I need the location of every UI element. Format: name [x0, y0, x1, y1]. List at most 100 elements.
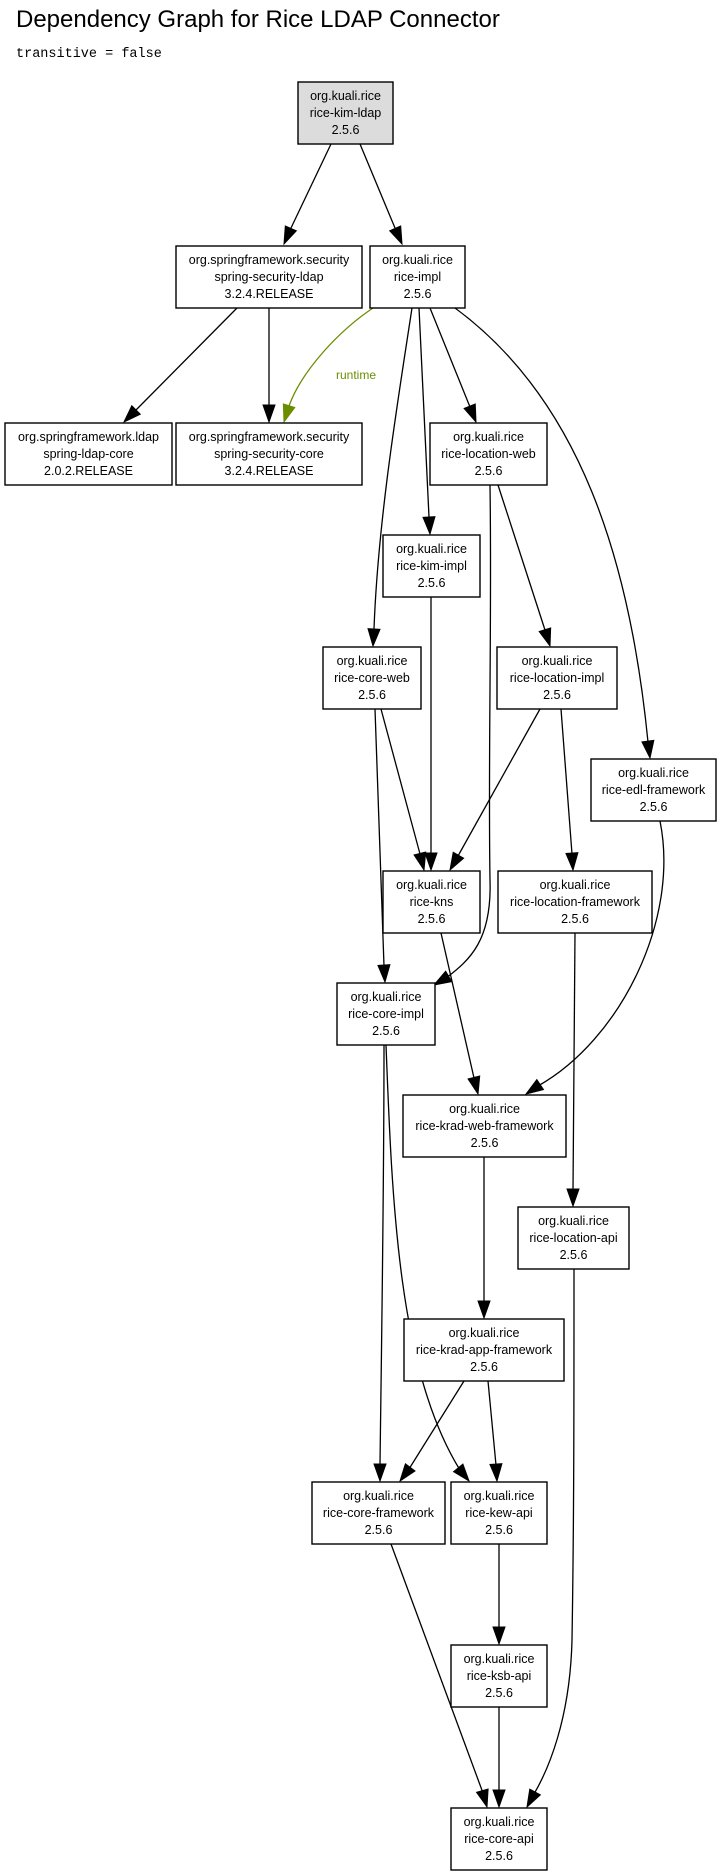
arrowhead-icon	[262, 404, 276, 424]
node-version: 2.5.6	[471, 1136, 499, 1150]
node-artifact: rice-core-impl	[348, 1007, 424, 1021]
node-artifact: rice-ksb-api	[467, 1669, 532, 1683]
node-artifact: rice-location-api	[529, 1231, 617, 1245]
edge-kns-to-krad-web	[440, 932, 481, 1096]
node-version: 2.5.6	[418, 576, 446, 590]
node-version: 2.5.6	[561, 912, 589, 926]
edge-ss-ldap-to-ss-core	[262, 308, 276, 424]
edge-line	[390, 1543, 484, 1794]
node-box	[450, 1644, 548, 1708]
arrowhead-icon	[492, 1626, 506, 1646]
node-artifact: rice-impl	[394, 270, 441, 284]
node-core-impl: org.kuali.rice rice-core-impl 2.5.6	[336, 982, 436, 1046]
node-version: 2.5.6	[640, 800, 668, 814]
node-group: org.kuali.rice	[396, 878, 467, 892]
edge-core-impl-to-kew-api	[385, 1044, 470, 1483]
node-group: org.kuali.rice	[453, 430, 524, 444]
arrowhead-icon	[399, 1462, 416, 1483]
edge-core-impl-to-core-fw	[373, 1044, 387, 1483]
node-version: 3.2.4.RELEASE	[225, 287, 314, 301]
edge-ksb-api-to-core-api	[492, 1707, 506, 1809]
node-box	[336, 982, 436, 1046]
node-version: 2.5.6	[560, 1248, 588, 1262]
arrowhead-icon	[467, 1075, 481, 1096]
arrowhead-icon	[388, 225, 403, 246]
node-group: org.springframework.security	[189, 430, 350, 444]
arrowhead-icon	[565, 852, 579, 872]
node-box	[429, 422, 548, 486]
node-artifact: rice-krad-app-framework	[416, 1343, 553, 1357]
node-artifact: rice-edl-framework	[602, 783, 706, 797]
arrowhead-icon	[432, 970, 453, 986]
node-group: org.kuali.rice	[310, 89, 381, 103]
node-loc-api: org.kuali.rice rice-location-api 2.5.6	[517, 1206, 630, 1270]
edge-krad-app-to-kew-api	[487, 1380, 503, 1483]
edge-line	[497, 484, 546, 631]
node-version: 3.2.4.RELEASE	[225, 464, 314, 478]
edge-impl-to-kim-impl	[418, 307, 436, 536]
node-box	[297, 81, 394, 145]
edge-line	[445, 484, 492, 979]
arrowhead-icon	[422, 516, 436, 536]
node-group: org.kuali.rice	[522, 654, 593, 668]
edge-loc-fw-to-loc-api	[566, 932, 580, 1208]
node-box	[369, 245, 466, 309]
edge-line	[385, 1044, 461, 1471]
edge-impl-to-ss-core: runtime	[282, 307, 376, 424]
page-subtitle: transitive = false	[16, 47, 162, 62]
arrowhead-icon	[489, 1463, 503, 1483]
node-artifact: rice-kim-impl	[396, 559, 467, 573]
edge-impl-to-edl-fw	[454, 307, 655, 760]
arrowhead-icon	[367, 628, 381, 648]
node-group: org.kuali.rice	[449, 1102, 520, 1116]
edge-line	[440, 932, 475, 1079]
node-ss-ldap: org.springframework.securityspring-secur…	[175, 245, 363, 309]
edge-line	[288, 307, 374, 407]
edge-core-web-to-kns	[380, 708, 427, 872]
node-box	[311, 1481, 446, 1545]
node-artifact: rice-location-web	[441, 447, 536, 461]
node-version: 2.5.6	[372, 1024, 400, 1038]
node-artifact: rice-krad-web-framework	[415, 1119, 554, 1133]
node-box	[497, 870, 653, 934]
node-box	[496, 646, 618, 710]
node-artifact: rice-location-impl	[510, 671, 604, 685]
node-artifact: spring-security-core	[214, 447, 324, 461]
arrowhead-icon	[475, 1788, 489, 1809]
node-box	[450, 1807, 548, 1871]
arrowhead-icon	[377, 964, 391, 984]
node-group: org.kuali.rice	[464, 1489, 535, 1503]
node-version: 2.5.6	[365, 1523, 393, 1537]
node-loc-fw: org.kuali.ricerice-location-framework2.5…	[497, 870, 653, 934]
edge-core-web-to-core-impl	[374, 708, 391, 984]
edge-line	[572, 932, 576, 1191]
node-group: org.springframework.ldap	[18, 430, 159, 444]
node-box	[382, 870, 481, 934]
node-ss-core: org.springframework.security spring-secur…	[175, 422, 363, 486]
node-version: 2.5.6	[485, 1523, 513, 1537]
arrowhead-icon	[283, 225, 298, 246]
node-artifact: rice-core-web	[334, 671, 410, 685]
edge-kim-ldap-to-ss-ldap	[283, 143, 332, 246]
node-group: org.kuali.rice	[540, 878, 611, 892]
edge-line	[457, 708, 541, 857]
node-artifact: rice-core-framework	[323, 1506, 435, 1520]
node-group: org.kuali.rice	[464, 1652, 535, 1666]
node-box	[175, 422, 363, 486]
node-sldap-core: org.springframework.ldapspring-ldap-core…	[4, 422, 173, 486]
node-box	[403, 1318, 565, 1382]
node-group: org.kuali.rice	[538, 1214, 609, 1228]
edge-line	[429, 307, 471, 408]
edges-layer: runtime	[122, 143, 665, 1809]
arrowhead-icon	[452, 1463, 470, 1483]
edge-kim-impl-to-kns	[424, 597, 438, 872]
node-group: org.kuali.rice	[351, 990, 422, 1004]
node-group: org.kuali.rice	[382, 253, 453, 267]
arrowhead-icon	[538, 627, 552, 648]
